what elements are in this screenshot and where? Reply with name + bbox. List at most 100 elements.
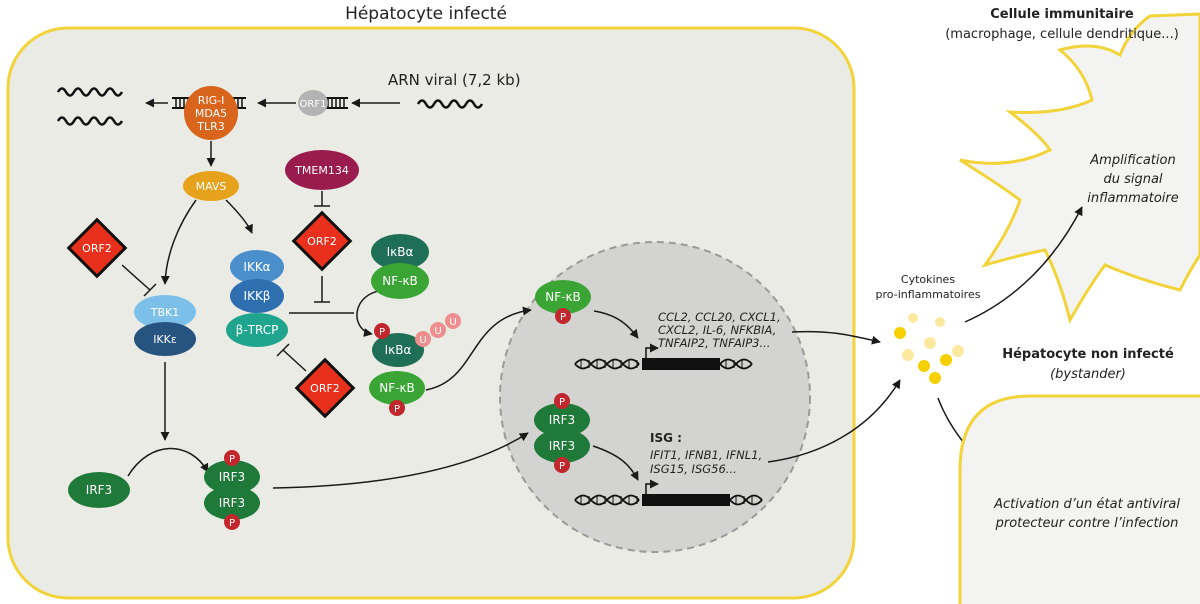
arrow-isg-to-cytokines [767,379,901,463]
irf3-dimer-top-label: IRF3 [219,470,245,484]
arrow-irf3-phospho [127,447,209,477]
immune-cell-title: Cellule immunitaire [990,7,1134,22]
tmem134-node [285,150,359,190]
ubiquitin-3 [445,313,461,329]
ikba-label: IκBα [387,245,414,259]
phospho-nfkb-nuclear-label: P [560,312,566,323]
viral-rna-strand [416,99,484,109]
tmem134-label: TMEM134 [294,164,349,177]
phospho-irf3-nuclear-top-label: P [559,397,565,408]
nfkb-free-label: NF-κB [379,381,415,395]
phospho-irf3-nuclear-bottom-label: P [559,461,565,472]
irf3-dimer-bottom [204,486,260,520]
nfkb-nuclear-label: NF-κB [545,290,581,304]
amplification-line-3: inflammatoire [1087,191,1179,206]
cytokines-label-2: pro-inflammatoires [876,288,981,301]
ikkb-node [230,279,284,313]
sensor-node [184,86,238,140]
phospho-nfkb-free-label: P [394,404,400,415]
phospho-irf3-nuclear-top [554,393,570,409]
irf3-dimer-top [204,460,260,494]
irf3-dimer-bottom-label: IRF3 [219,496,245,510]
ikka-label: IKKα [243,260,270,274]
arrow-complex-to-ikba-p [356,289,387,337]
cytokine-dots [894,313,964,384]
ikkb-label: IKKβ [244,289,271,303]
ikka-node [230,250,284,284]
nfkb-genes-line-1: CCL2, CCL20, CXCL1, [658,310,781,324]
irf3-nuclear-top [534,403,590,437]
sensor-label-mda5: MDA5 [195,107,227,120]
isg-title: ISG : [650,431,682,445]
arrow-nfkb-to-nucleus [425,306,532,391]
arrow-irf3-to-dna [592,445,639,481]
orf2-node-lower [294,357,356,419]
irf3-nuclear-bottom [534,429,590,463]
arrow-cytokines-to-immune [964,206,1083,323]
ubiquitin-2 [430,322,446,338]
antiviral-line-2: protecteur contre l’infection [995,516,1179,531]
tbk1-node [134,295,196,329]
bystander-subtitle: (bystander) [1050,367,1126,382]
orf2-node-middle [291,210,353,272]
nfkb-nuclear-node [535,280,591,314]
cytokines-label-1: Cytokines [901,273,955,286]
dna-isg [574,479,763,506]
btrcp-node [226,313,288,347]
immune-cell-subtitle: (macrophage, cellule dendritique...) [945,27,1179,42]
orf1-label: ORF1 [300,99,327,110]
bystander-cell-fill [960,396,1200,604]
infected-cell-title: Hépatocyte infecté [345,4,507,24]
arrow-nfkb-to-dna [593,310,639,339]
bystander-title: Hépatocyte non infecté [1002,347,1174,362]
nfkb-genes-line-3: TNFAIP2, TNFAIP3... [658,336,770,350]
phospho-nfkb-nuclear [555,308,571,324]
nfkb-free-node [369,371,425,405]
antiviral-line-1: Activation d’un état antiviral [993,497,1180,512]
sensor-label-rig-i: RIG-I [198,94,225,107]
nfkb-node [371,263,429,299]
phospho-ikba [374,323,390,339]
rna-fragment-1 [56,87,124,97]
arrow-mavs-to-ikk [225,199,253,234]
rna-fragment-2 [56,116,124,126]
orf1-node [298,90,328,116]
bystander-cell-border [958,394,1200,604]
orf2-label-lower: ORF2 [310,382,340,395]
nucleus [499,241,811,553]
orf2-node-left [66,217,128,279]
nfkb-genes-line-2: CXCL2, IL-6, NFKBIA, [658,323,776,337]
arrow-mavs-to-tbk1 [160,199,197,285]
dna-nfkb-genes [574,343,753,370]
arrow-irf3-to-nucleus [272,432,529,489]
phospho-irf3-nuclear-bottom [554,457,570,473]
phospho-irf3-top [224,450,240,466]
tbk1-label: TBK1 [150,306,179,319]
inhibit-orf2-ikk [314,276,330,303]
irf3-nuclear-bottom-label: IRF3 [549,439,575,453]
phospho-irf3-bottom [224,514,240,530]
ikba-node [371,234,429,270]
ubiquitin-1-label: U [419,335,426,346]
irf3-nuclear-top-label: IRF3 [549,413,575,427]
isg-genes-line-1: IFIT1, IFNB1, IFNL1, [650,448,762,462]
sensor-label-tlr3: TLR3 [196,120,225,133]
inhibit-orf2-btrcp [276,343,307,372]
inhibit-tmem134-orf2 [314,191,330,207]
viral-rna-label: ARN viral (7,2 kb) [388,71,521,89]
isg-genes-line-2: ISG15, ISG56... [650,462,737,476]
ubiquitin-3-label: U [449,317,456,328]
phospho-ikba-label: P [379,327,385,338]
ubiquitin-2-label: U [434,326,441,337]
orf2-label-middle: ORF2 [307,235,337,248]
ubiquitin-1 [415,331,431,347]
ikke-label: IKKε [153,333,177,346]
irf3-node [68,472,130,508]
irf3-label: IRF3 [86,483,112,497]
immune-cell [959,12,1200,324]
inhibit-orf2-tbk1 [121,264,157,297]
phospho-nfkb-free [389,400,405,416]
amplification-line-1: Amplification [1089,153,1175,168]
nfkb-label: NF-κB [382,274,418,288]
